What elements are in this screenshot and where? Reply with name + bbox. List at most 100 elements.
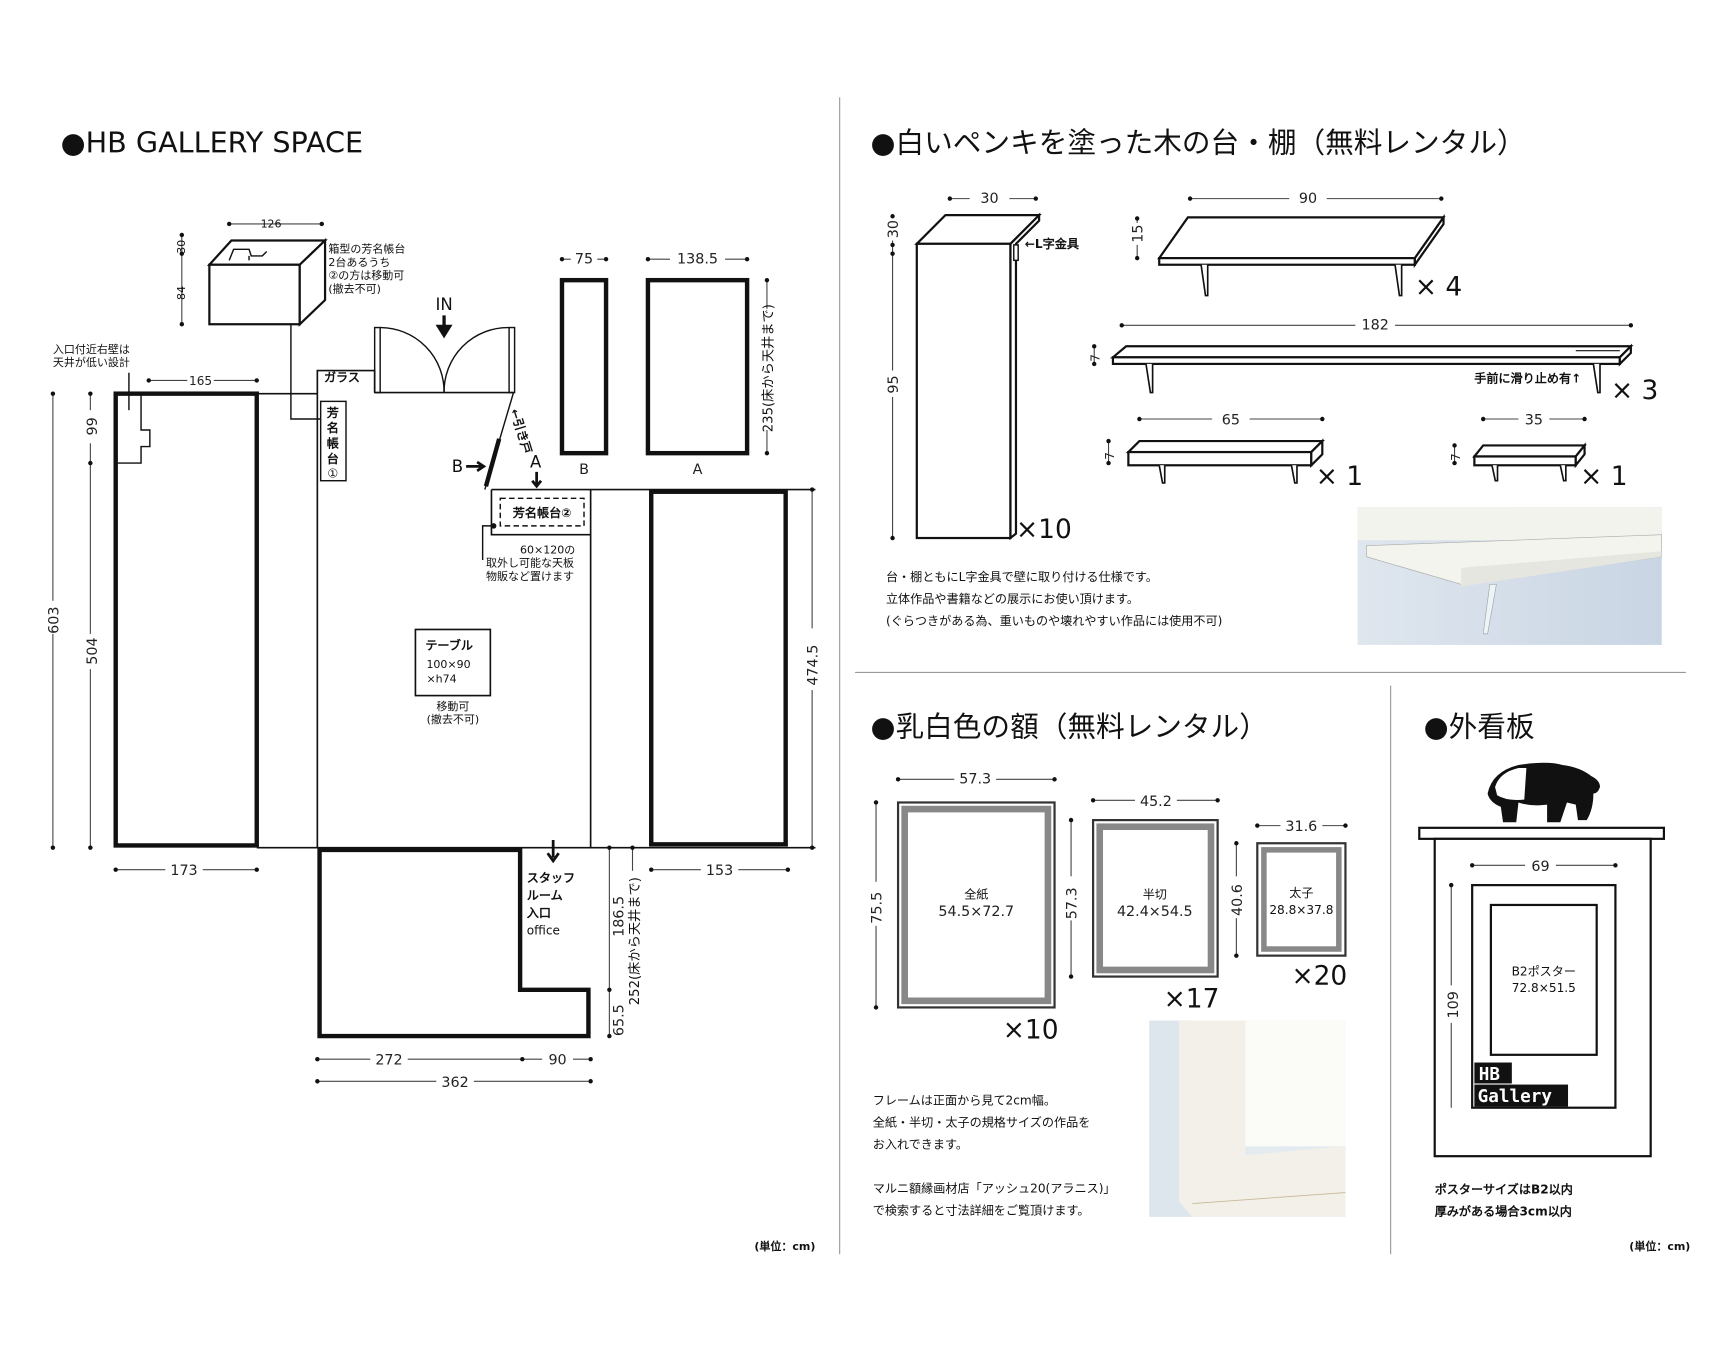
dim-shelf90-height: 15 <box>1131 224 1147 242</box>
hansetsu-qty: ×17 <box>1164 983 1220 1014</box>
svg-text:2台あるうち: 2台あるうち <box>328 255 390 269</box>
svg-text:入口付近右壁は: 入口付近右壁は <box>53 342 130 356</box>
shelf65-qty: × 1 <box>1316 461 1363 492</box>
dim-shelf182-height: 7 <box>1089 354 1103 362</box>
poster-label: B2ポスター <box>1512 964 1576 978</box>
dim-box-top: 30 <box>175 240 188 254</box>
svg-text:全紙・半切・太子の規格サイズの作品を: 全紙・半切・太子の規格サイズの作品を <box>873 1114 1091 1129</box>
svg-text:スタッフ: スタッフ <box>527 871 575 885</box>
guestbook-stand-2: 芳名帳台② <box>499 497 585 527</box>
dim-504: 504 <box>85 637 101 664</box>
dim-sign-height: 109 <box>1446 991 1462 1018</box>
box-guestbook-desk <box>206 237 328 327</box>
dim-474-5: 474.5 <box>806 645 822 686</box>
dim-sign-width: 69 <box>1531 859 1549 875</box>
frame-taishi: 太子 28.8×37.8 <box>1256 842 1347 957</box>
svg-text:太子: 太子 <box>1289 885 1313 900</box>
panel-a <box>645 277 750 456</box>
dim-153: 153 <box>706 863 733 879</box>
frames-title: ●乳白色の額（無料レンタル） <box>871 709 1268 743</box>
svg-text:芳名帳台②: 芳名帳台② <box>513 505 572 520</box>
left-wall <box>113 391 259 848</box>
guestbook-stand-1: 芳 名 帳 台 ① <box>319 400 347 482</box>
dim-shelf182-width: 182 <box>1362 318 1389 334</box>
staff-arrow-icon <box>546 839 560 864</box>
taishi-qty: ×20 <box>1291 960 1347 991</box>
svg-text:台・棚ともにL字金具で壁に取り付ける仕様です。: 台・棚ともにL字金具で壁に取り付ける仕様です。 <box>886 569 1158 584</box>
panel-b-label: B <box>579 462 589 478</box>
svg-text:×h74: ×h74 <box>426 672 456 685</box>
svg-text:(撤去不可): (撤去不可) <box>328 281 381 295</box>
tapir-icon <box>1487 762 1600 823</box>
zenshi-qty: ×10 <box>1003 1014 1059 1045</box>
svg-text:100×90: 100×90 <box>426 658 470 671</box>
shelf35-qty: × 1 <box>1580 461 1627 492</box>
dim-panel-a: 138.5 <box>677 252 718 268</box>
stand-drawing <box>914 212 1042 541</box>
guestbook-2-note: 60×120の 取外し可能な天板 物販など置けます <box>486 543 575 582</box>
entrance-door[interactable] <box>373 326 516 394</box>
svg-text:②の方は移動可: ②の方は移動可 <box>328 268 404 282</box>
dim-173: 173 <box>170 863 197 879</box>
svg-text:立体作品や書籍などの展示にお使い頂けます。: 立体作品や書籍などの展示にお使い頂けます。 <box>886 591 1139 606</box>
svg-text:取外し可能な天板: 取外し可能な天板 <box>486 556 574 570</box>
shelves-title: ●白いペンキを塗った木の台・棚（無料レンタル） <box>871 125 1526 159</box>
dim-65-5: 65.5 <box>612 1004 628 1036</box>
shelf-65-drawing <box>1125 438 1325 484</box>
shelf-182-drawing <box>1109 343 1634 394</box>
dim-hansetsu-height: 57.3 <box>1065 887 1081 919</box>
svg-text:42.4×54.5: 42.4×54.5 <box>1117 904 1193 920</box>
dim-zenshi-height: 75.5 <box>870 892 886 924</box>
dim-shelf90-width: 90 <box>1299 191 1317 207</box>
marker-b: B <box>452 457 463 476</box>
svg-text:厚みがある場合3cm以内: 厚みがある場合3cm以内 <box>1435 1204 1572 1219</box>
frame-hansetsu: 半切 42.4×54.5 <box>1092 819 1219 978</box>
table-note: 移動可 <box>436 699 469 713</box>
table[interactable]: テーブル 100×90 ×h74 <box>414 628 492 697</box>
svg-text:箱型の芳名帳台: 箱型の芳名帳台 <box>328 242 405 256</box>
svg-text:で検索すると寸法詳細をご覧頂けます。: で検索すると寸法詳細をご覧頂けます。 <box>873 1203 1090 1218</box>
signboard-title: ●外看板 <box>1424 709 1535 743</box>
svg-text:お入れできます。: お入れできます。 <box>873 1137 968 1151</box>
svg-text:60×120の: 60×120の <box>520 543 575 556</box>
svg-text:ポスターサイズはB2以内: ポスターサイズはB2以内 <box>1435 1182 1573 1197</box>
dim-603: 603 <box>46 607 62 634</box>
svg-text:全紙: 全紙 <box>964 886 988 901</box>
svg-text:(ぐらつきがある為、重いものや壊れやすい作品には使用不可): (ぐらつきがある為、重いものや壊れやすい作品には使用不可) <box>886 613 1222 628</box>
shelf182-qty: × 3 <box>1611 375 1658 406</box>
dim-stand-height: 95 <box>886 375 902 393</box>
svg-text:入口: 入口 <box>526 906 551 920</box>
glass-label: ガラス <box>324 370 360 385</box>
dim-stand-width: 30 <box>980 191 998 207</box>
frames-notes: フレームは正面から見て2cm幅。 全紙・半切・太子の規格サイズの作品を お入れで… <box>873 1092 1116 1217</box>
dim-shelf65-height: 7 <box>1103 452 1117 460</box>
sliding-door-label: ←引き戸 <box>507 407 534 456</box>
svg-text:マルニ額縁画材店「アッシュ20(アラニス)」: マルニ額縁画材店「アッシュ20(アラニス)」 <box>873 1181 1116 1196</box>
open-book-icon <box>228 248 268 261</box>
svg-text:名: 名 <box>327 420 339 435</box>
marker-a: A <box>530 452 542 471</box>
svg-text:天井が低い設計: 天井が低い設計 <box>53 355 130 369</box>
svg-text:芳: 芳 <box>327 405 339 420</box>
dim-shelf65-width: 65 <box>1222 413 1240 429</box>
sliding-door[interactable] <box>483 438 502 487</box>
dim-box-body: 84 <box>175 286 188 300</box>
poster-size: 72.8×51.5 <box>1512 981 1576 995</box>
staff-room-label: スタッフ ルーム 入口 office <box>526 871 575 938</box>
dim-165: 165 <box>189 374 212 388</box>
bracket-label: ←L字金具 <box>1025 236 1080 251</box>
stand-qty: ×10 <box>1016 514 1072 545</box>
signboard-notes: ポスターサイズはB2以内 厚みがある場合3cm以内 <box>1435 1182 1573 1219</box>
anti-slip-note: 手前に滑り止め有↑ <box>1474 371 1581 386</box>
dim-hansetsu-width: 45.2 <box>1140 794 1172 810</box>
dim-shelf35-height: 7 <box>1449 453 1463 461</box>
dim-252: 252(床から天井まで) <box>627 877 643 1005</box>
shelf-90-drawing <box>1157 213 1446 297</box>
panel-a-label: A <box>693 462 703 478</box>
svg-text:テーブル: テーブル <box>425 637 473 652</box>
dim-taishi-width: 31.6 <box>1285 819 1317 835</box>
shelves-notes: 台・棚ともにL字金具で壁に取り付ける仕様です。 立体作品や書籍などの展示にお使い… <box>886 569 1222 628</box>
svg-text:物販など置けます: 物販など置けます <box>486 569 574 583</box>
arrow-right-icon <box>466 460 487 472</box>
